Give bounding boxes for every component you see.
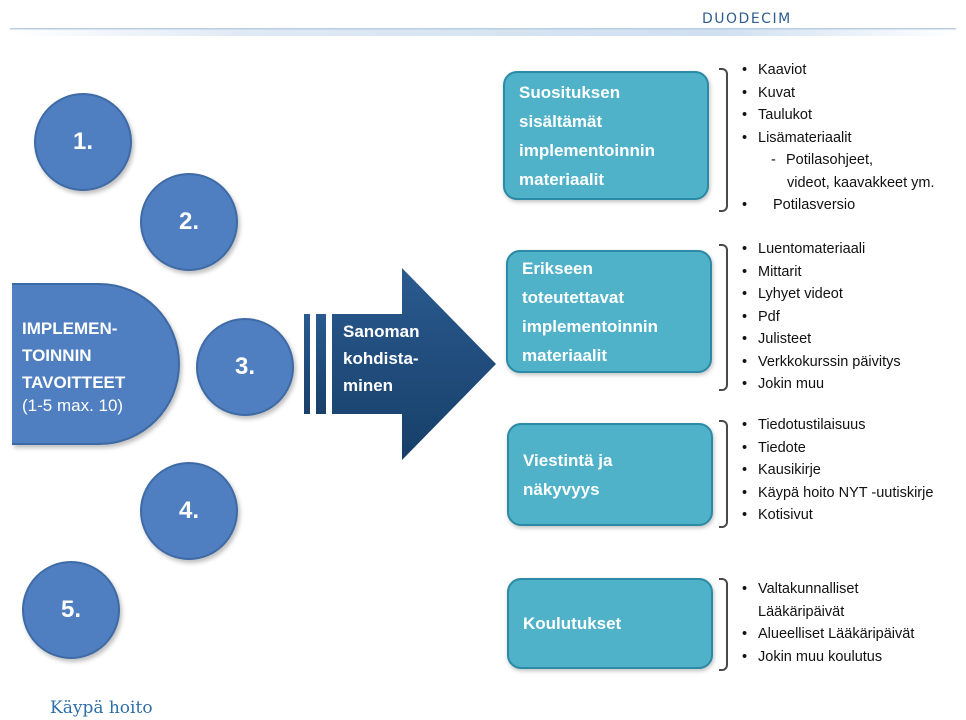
bracket-1	[719, 68, 728, 212]
list-item: Alueelliset Lääkäripäivät	[742, 623, 914, 646]
list-item: Taulukot	[742, 104, 935, 127]
list-item: Potilasversio	[742, 194, 935, 217]
box-communication: Viestintä ja näkyvyys	[507, 423, 713, 526]
goal-circle-5: 5.	[22, 561, 120, 659]
targeting-arrow	[304, 268, 496, 460]
box-separate-materials: Erikseen toteutettavat implementoinnin m…	[506, 250, 712, 373]
list-item: Käypä hoito NYT -uutiskirje	[742, 482, 933, 505]
bracket-4	[719, 578, 728, 671]
list-trainings: Valtakunnalliset Lääkäripäivät Alueellis…	[742, 578, 914, 668]
list-item: Kausikirje	[742, 459, 933, 482]
goal-shape: IMPLEMEN- TOINNIN TAVOITTEET (1-5 max. 1…	[12, 283, 180, 445]
list-item: Kaaviot	[742, 59, 935, 82]
list-item: Mittarit	[742, 261, 901, 284]
list-item: Tiedotustilaisuus	[742, 414, 933, 437]
list-item: Luentomateriaali	[742, 238, 901, 261]
list-recommendation-materials: Kaaviot Kuvat Taulukot Lisämateriaalit P…	[742, 59, 935, 217]
list-item: Kotisivut	[742, 504, 933, 527]
list-separate-materials: Luentomateriaali Mittarit Lyhyet videot …	[742, 238, 901, 396]
goal-circle-1: 1.	[34, 93, 132, 191]
list-subitem: Potilasohjeet,	[742, 149, 935, 172]
header-bar	[10, 28, 956, 36]
brand-logo-text: DUODECIM	[702, 11, 792, 27]
goal-circle-4: 4.	[140, 462, 238, 560]
list-subitem-continued: videot, kaavakkeet ym.	[787, 174, 935, 191]
list-item: Julisteet	[742, 328, 901, 351]
bracket-3	[719, 420, 728, 528]
list-item-continued: Lääkäripäivät	[758, 603, 845, 620]
goal-subtitle: (1-5 max. 10)	[22, 396, 124, 415]
arrow-label: Sanoman kohdista- minen	[343, 322, 420, 395]
goal-circle-2: 2.	[140, 173, 238, 271]
box-trainings: Koulutukset	[507, 578, 713, 669]
box-recommendation-materials: Suosituksen sisältämät implementoinnin m…	[503, 71, 709, 200]
list-item: Lyhyet videot	[742, 283, 901, 306]
goal-title: IMPLEMEN- TOINNIN TAVOITTEET	[22, 319, 126, 392]
list-item: Tiedote	[742, 437, 933, 460]
list-item: Jokin muu	[742, 373, 901, 396]
list-item: Verkkokurssin päivitys	[742, 351, 901, 374]
list-item: Valtakunnalliset	[742, 578, 914, 601]
list-item: Lisämateriaalit	[742, 127, 935, 150]
list-item: Jokin muu koulutus	[742, 646, 914, 669]
goal-circle-3: 3.	[196, 318, 294, 416]
footer-brand: Käypä hoito	[50, 698, 153, 718]
bracket-2	[719, 244, 728, 391]
list-communication: Tiedotustilaisuus Tiedote Kausikirje Käy…	[742, 414, 933, 527]
list-item: Kuvat	[742, 82, 935, 105]
list-item: Pdf	[742, 306, 901, 329]
